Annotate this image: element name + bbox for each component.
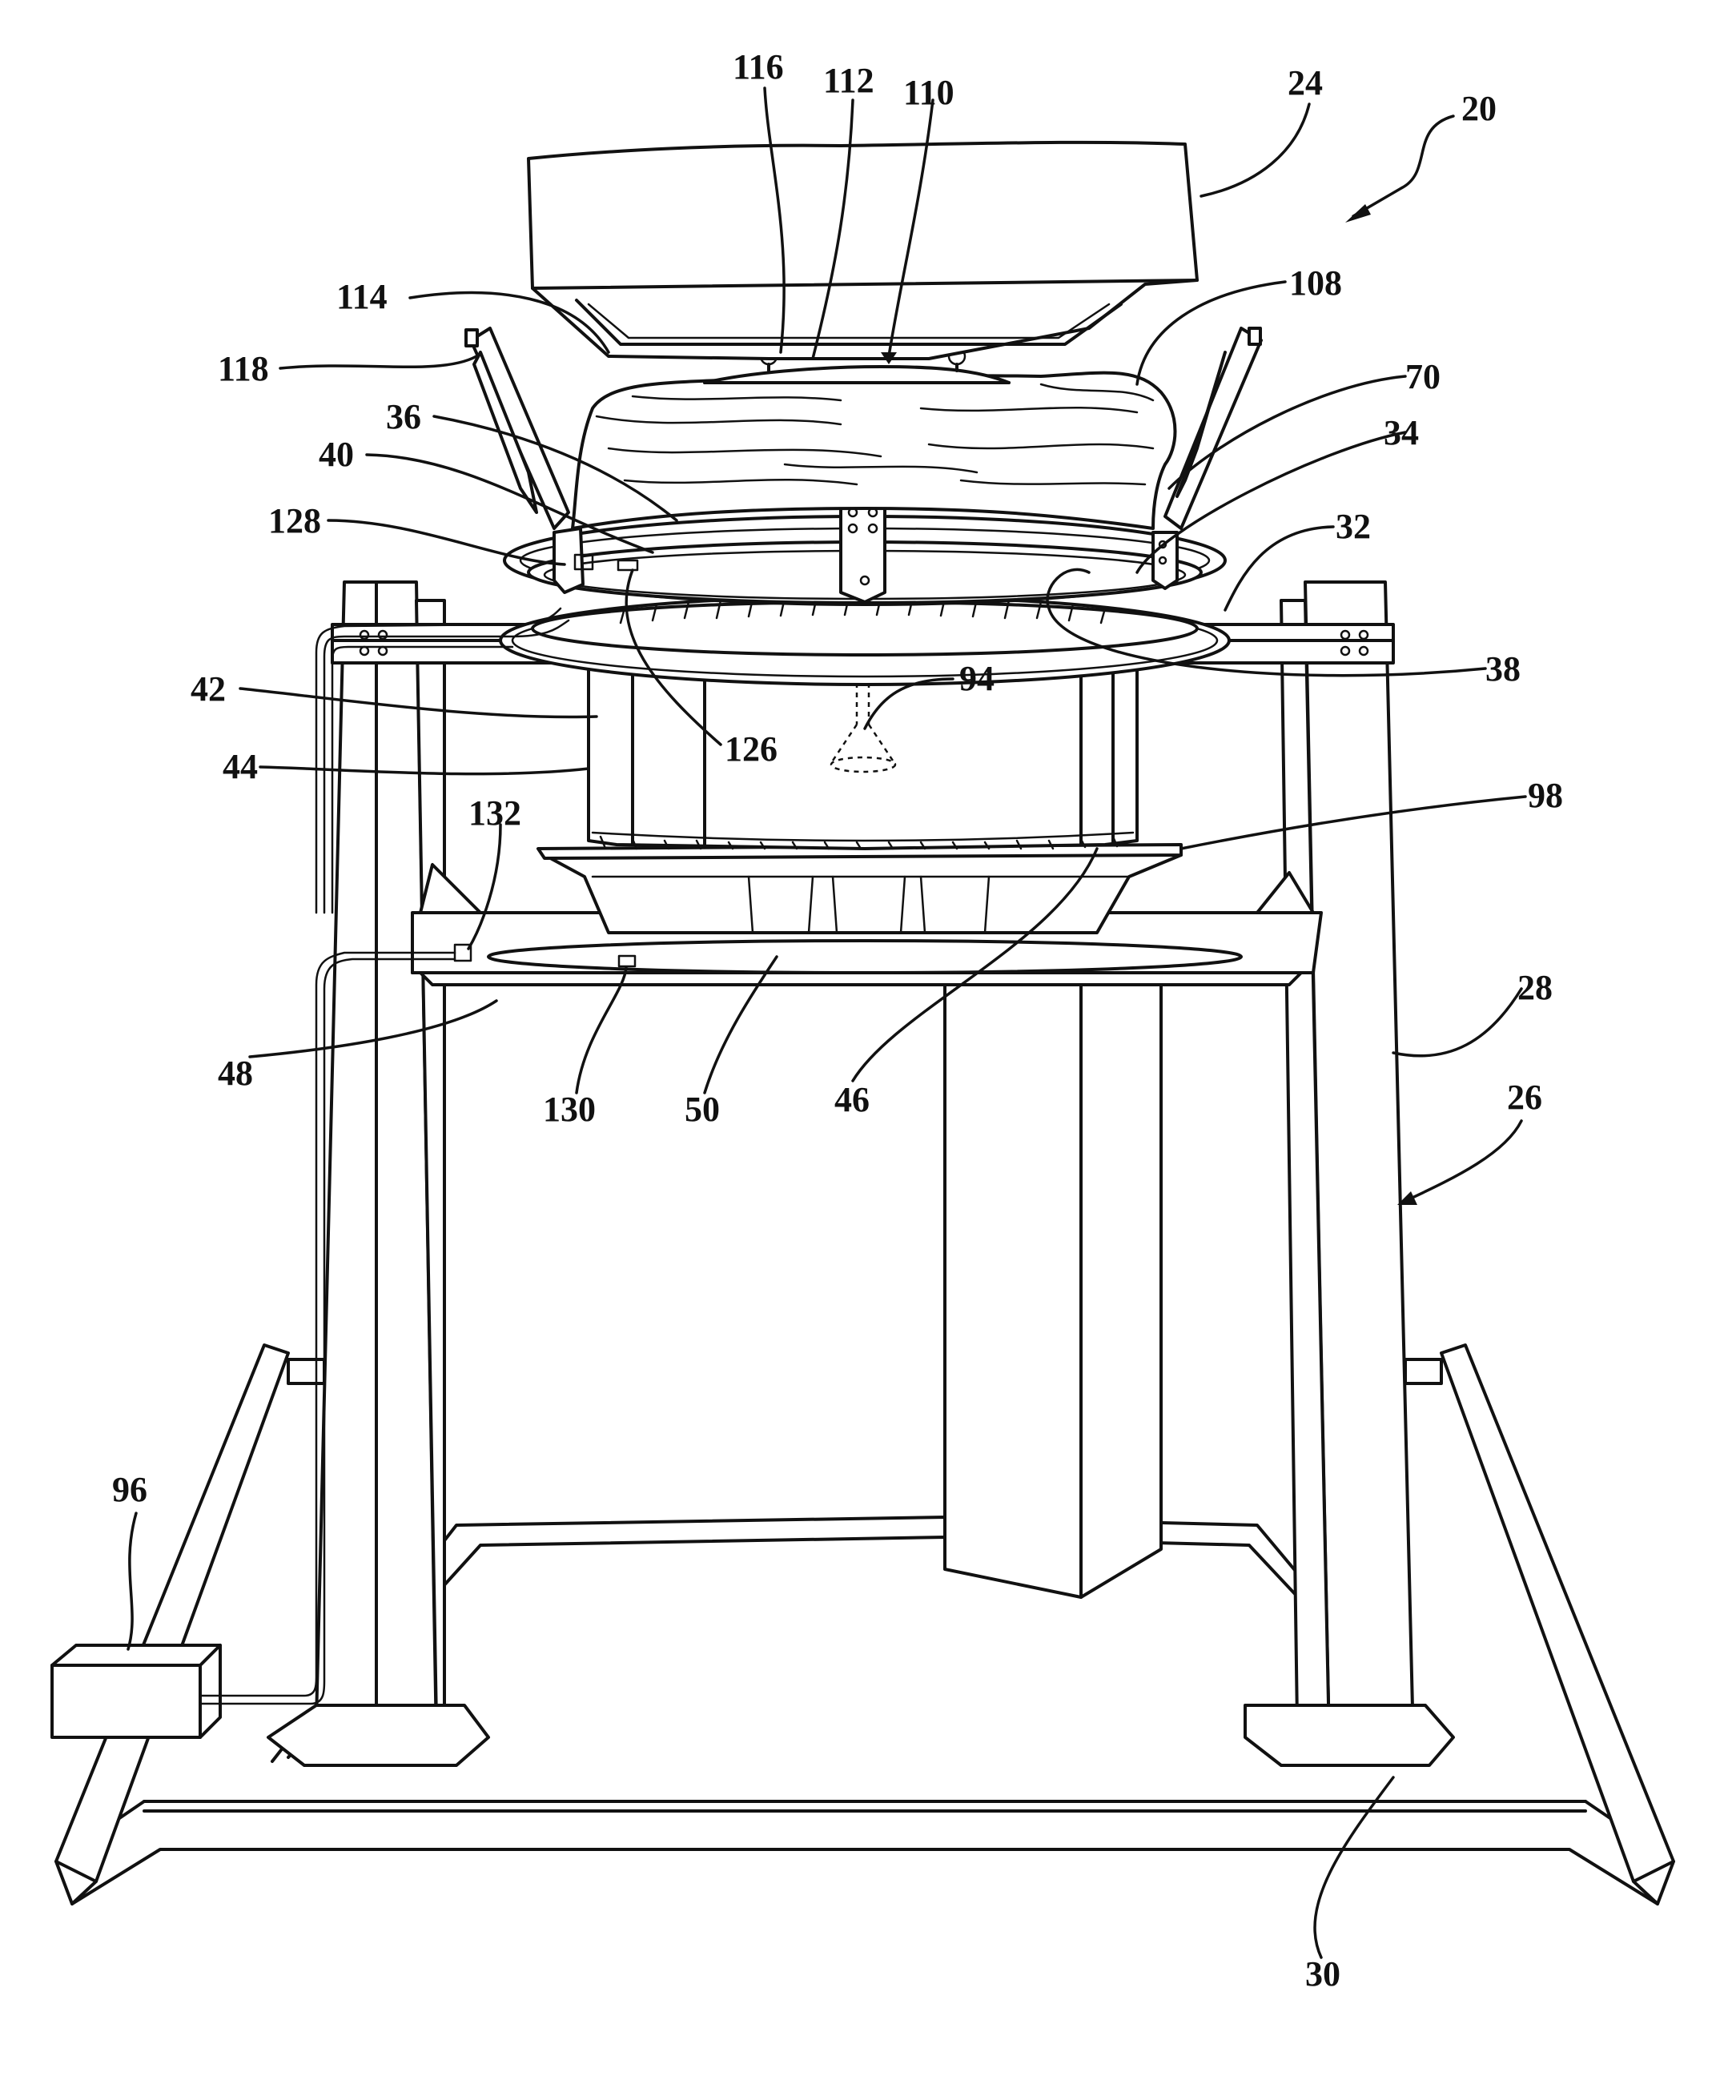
label-110: 110 bbox=[903, 73, 954, 112]
leader-96 bbox=[128, 1513, 136, 1649]
label-40: 40 bbox=[319, 435, 354, 474]
hopper-24 bbox=[528, 143, 1197, 359]
label-20: 20 bbox=[1461, 89, 1497, 128]
label-132: 132 bbox=[468, 793, 521, 833]
label-24: 24 bbox=[1288, 63, 1323, 102]
label-118: 118 bbox=[218, 349, 269, 388]
label-94: 94 bbox=[959, 659, 995, 698]
label-26: 26 bbox=[1507, 1078, 1542, 1117]
label-126: 126 bbox=[725, 729, 778, 769]
label-44: 44 bbox=[223, 747, 258, 786]
label-98: 98 bbox=[1528, 776, 1563, 815]
label-48: 48 bbox=[218, 1054, 253, 1093]
label-130: 130 bbox=[543, 1090, 596, 1129]
leader-108 bbox=[1137, 282, 1285, 384]
leader-26 bbox=[1405, 1121, 1521, 1201]
leader-24 bbox=[1201, 104, 1309, 196]
leader-28 bbox=[1393, 989, 1521, 1056]
leader-118 bbox=[280, 356, 476, 368]
label-50: 50 bbox=[685, 1090, 720, 1129]
label-112: 112 bbox=[823, 61, 874, 100]
tray-98 bbox=[538, 845, 1181, 933]
label-30: 30 bbox=[1305, 1954, 1340, 1994]
bag-108 bbox=[573, 373, 1175, 528]
label-116: 116 bbox=[733, 47, 784, 86]
label-28: 28 bbox=[1517, 968, 1553, 1007]
label-128: 128 bbox=[268, 501, 321, 540]
support-arm-right bbox=[1165, 328, 1261, 528]
left-post bbox=[268, 582, 488, 1765]
ring-assembly bbox=[500, 498, 1229, 685]
label-114: 114 bbox=[336, 277, 388, 316]
pedestal bbox=[945, 985, 1161, 1597]
label-96: 96 bbox=[112, 1470, 147, 1509]
label-46: 46 bbox=[834, 1080, 870, 1119]
label-38: 38 bbox=[1485, 649, 1521, 689]
leader-20 bbox=[1353, 116, 1453, 216]
label-32: 32 bbox=[1336, 507, 1371, 546]
label-36: 36 bbox=[386, 397, 421, 436]
label-70: 70 bbox=[1405, 357, 1441, 396]
right-post bbox=[1245, 582, 1453, 1765]
support-arm-left bbox=[466, 328, 569, 528]
base-frame bbox=[56, 1345, 1674, 1904]
label-42: 42 bbox=[191, 669, 226, 709]
label-34: 34 bbox=[1384, 413, 1419, 452]
label-108: 108 bbox=[1289, 263, 1342, 303]
